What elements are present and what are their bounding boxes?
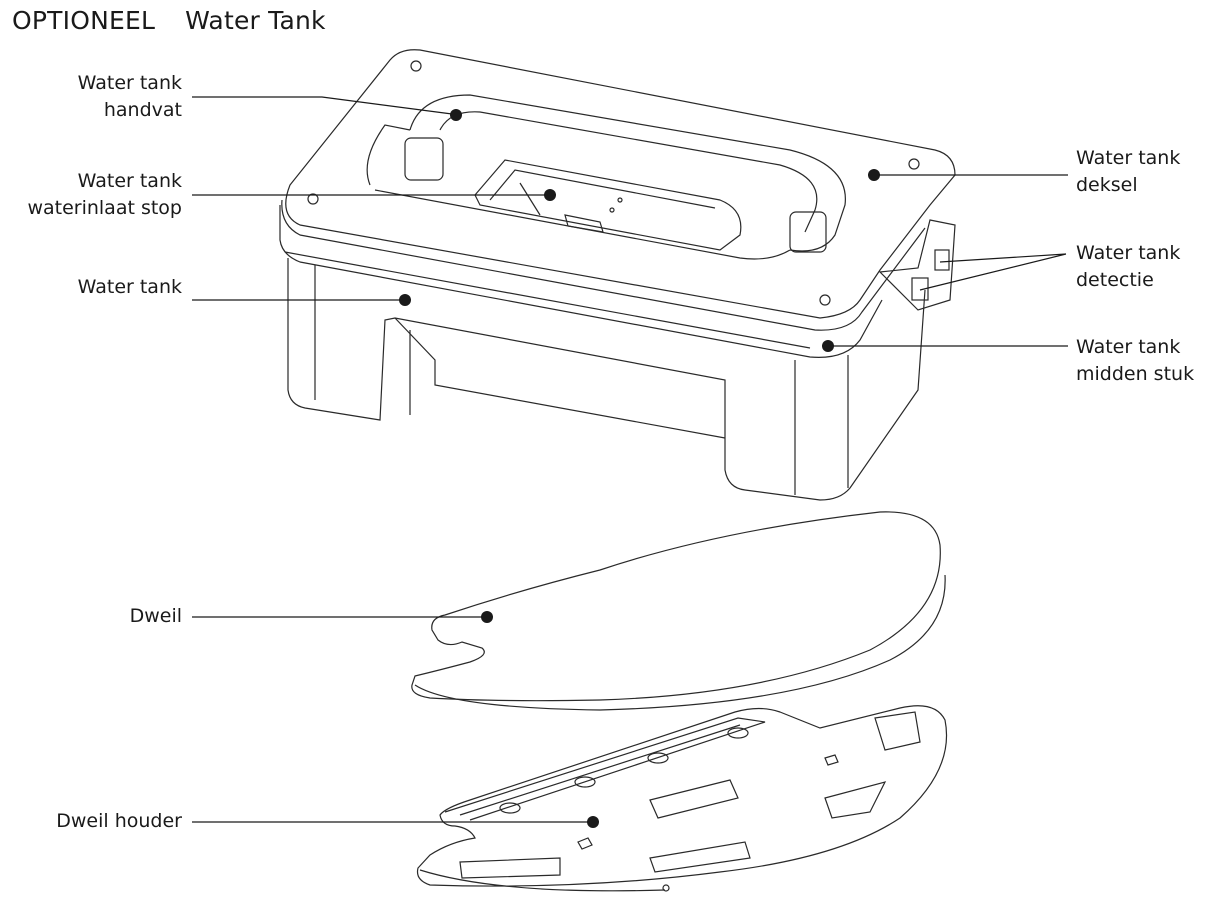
leader-detection	[919, 253, 1067, 291]
leader-handle	[192, 96, 453, 115]
label-middle: Water tank midden stuk	[1076, 336, 1195, 385]
marker-inlet-stop	[544, 189, 556, 201]
marker-tank	[399, 294, 411, 306]
leader-lines	[192, 96, 1068, 828]
marker-mop	[481, 611, 493, 623]
marker-lid	[868, 169, 880, 181]
title-optional: OPTIONEEL	[12, 6, 156, 35]
marker-handle	[450, 109, 462, 121]
diagram-title: OPTIONEEL Water Tank	[12, 6, 326, 35]
label-detection: Water tank detectie	[1076, 242, 1181, 291]
label-handle: Water tank handvat	[77, 72, 182, 121]
label-mop: Dweil	[129, 605, 182, 627]
water-tank-illustration	[279, 49, 956, 501]
marker-middle	[822, 340, 834, 352]
mop-holder-illustration	[416, 705, 948, 892]
title-name: Water Tank	[185, 6, 326, 35]
marker-mop-holder	[587, 816, 599, 828]
mop-illustration	[411, 511, 946, 711]
label-tank: Water tank	[77, 276, 182, 298]
label-lid: Water tank deksel	[1076, 147, 1181, 196]
label-mop-holder: Dweil houder	[56, 810, 182, 832]
label-inlet-stop: Water tank waterinlaat stop	[27, 170, 182, 219]
